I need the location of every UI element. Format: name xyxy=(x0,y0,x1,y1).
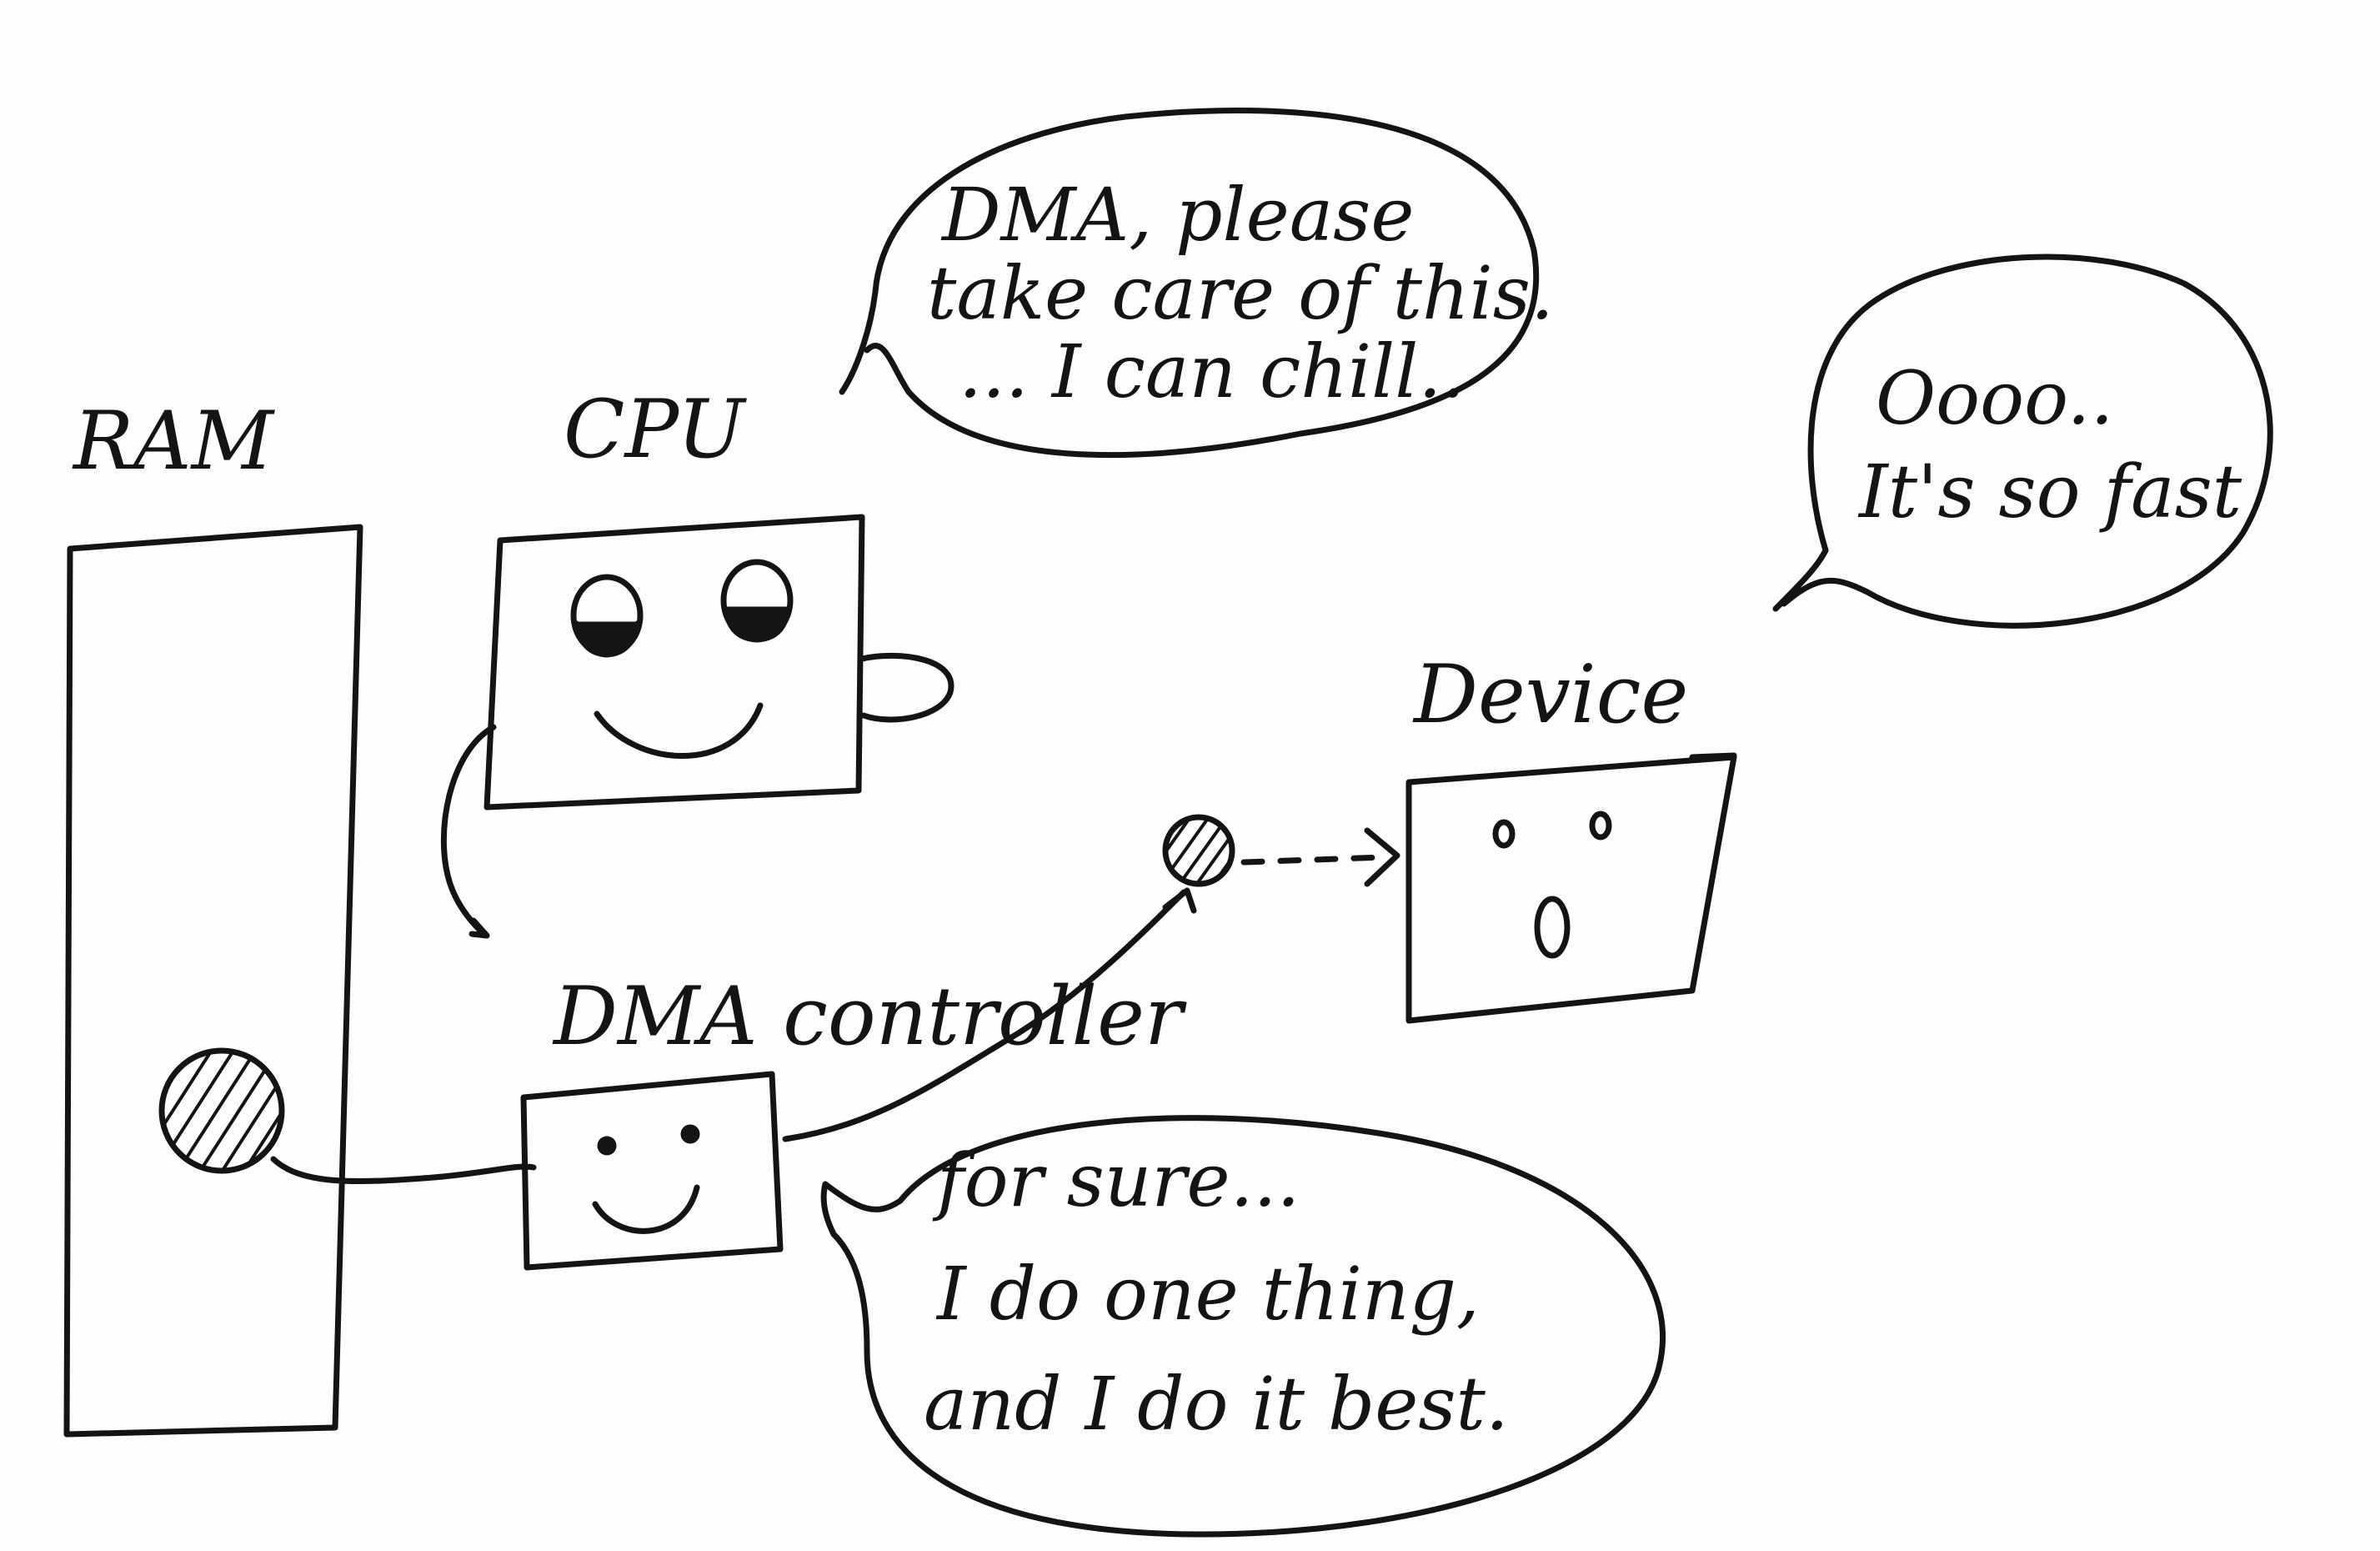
device: Device xyxy=(1405,648,1737,1024)
dma-box xyxy=(520,1071,784,1271)
cpu-bubble-line-3: ... I can chill.. xyxy=(959,329,1465,414)
dma-bubble-line-3: and I do it best. xyxy=(924,1361,1509,1447)
cpu-speech-bubble: DMA, please take care of this. ... I can… xyxy=(839,108,1554,459)
transfer-data-ball xyxy=(1162,814,1235,887)
cpu-right-eye xyxy=(720,559,794,643)
cpu-left-arm xyxy=(440,724,497,937)
device-label: Device xyxy=(1412,648,1688,741)
ram: RAM xyxy=(63,394,363,1438)
cpu-bubble-outline xyxy=(839,108,1540,459)
dma-label: DMA controller xyxy=(552,970,1187,1063)
device-box xyxy=(1405,754,1737,1024)
device-speech-bubble: Oooo.. It's so fast xyxy=(1772,253,2273,629)
dma-bubble-line-2: I do one thing, xyxy=(935,1251,1480,1337)
dma-smile xyxy=(592,1184,700,1234)
dma-bubble-outline xyxy=(820,1115,1666,1538)
dashed-arrow-to-device xyxy=(1240,854,1387,866)
ram-data-ball xyxy=(158,1047,285,1174)
cpu: CPU xyxy=(440,383,955,939)
ram-label: RAM xyxy=(72,394,276,488)
dma-bubble-line-1: for sure... xyxy=(932,1137,1300,1223)
dma-speech-bubble: for sure... I do one thing, and I do it … xyxy=(820,1115,1666,1538)
device-bubble-line-2: It's so fast xyxy=(1857,449,2242,535)
cpu-left-eye xyxy=(570,574,644,658)
cpu-bubble-line-2: take care of this. xyxy=(927,250,1554,336)
cpu-label: CPU xyxy=(564,383,747,476)
dma-to-device-wire xyxy=(782,889,1187,1142)
device-mouth xyxy=(1534,896,1571,959)
cpu-right-arm xyxy=(859,652,955,723)
device-bubble-line-1: Oooo.. xyxy=(1876,355,2113,441)
cpu-bubble-line-1: DMA, please xyxy=(940,172,1414,258)
ram-to-dma-wire xyxy=(270,1156,537,1185)
cpu-box xyxy=(484,514,865,811)
ram-box xyxy=(63,524,363,1438)
device-bubble-outline xyxy=(1772,253,2273,629)
cpu-smile xyxy=(594,702,764,759)
